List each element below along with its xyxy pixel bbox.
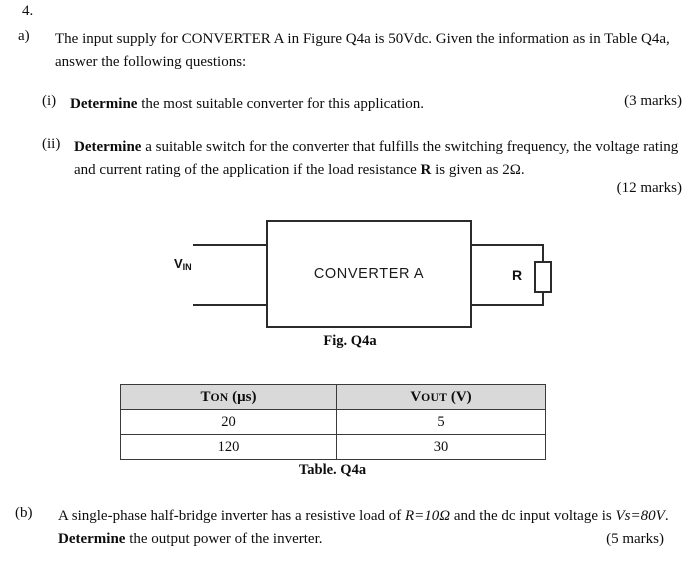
input-wire-top: [193, 244, 268, 246]
cell-ton-0: 20: [120, 409, 337, 435]
item-i-marker: (i): [42, 93, 57, 109]
figure-q4a: VIN CONVERTER A R Fig. Q4a: [0, 210, 700, 355]
part-a-line-1: The input supply for CONVERTER A in Figu…: [55, 31, 638, 47]
input-voltage-symbol: V: [174, 256, 183, 271]
table-caption: Table. Q4a: [298, 462, 367, 478]
item-ii-marks: (12 marks): [616, 180, 682, 196]
ton-symbol: T: [200, 388, 211, 405]
item-ii-marker: (ii): [42, 136, 61, 152]
output-wire-bottom: [470, 304, 544, 306]
table-row: 20 5: [120, 409, 546, 435]
item-i-text: Determine the most suitable converter fo…: [70, 93, 570, 116]
item-ii-line-2-post: is given as 2Ω.: [431, 161, 525, 178]
item-i-marks: (3 marks): [624, 93, 682, 109]
item-i-rest: the most suitable converter for this app…: [137, 96, 425, 112]
output-wire-right-lower: [542, 290, 544, 306]
item-ii-resistance-symbol: R: [420, 161, 432, 178]
load-resistor-symbol: [534, 261, 552, 293]
ton-unit: (μs): [228, 388, 257, 405]
part-b-mid: and the dc input voltage is: [450, 508, 612, 524]
part-b-marks: (5 marks): [606, 531, 664, 548]
vout-subscript: OUT: [421, 390, 448, 404]
part-b-text: A single-phase half-bridge inverter has …: [58, 505, 682, 552]
cell-vout-0: 5: [336, 409, 546, 435]
item-ii-bold-lead: Determine: [74, 139, 142, 155]
figure-caption: Fig. Q4a: [323, 333, 377, 349]
item-ii-text: Determine a suitable switch for the conv…: [74, 136, 682, 182]
item-ii-line-2-pre: rating and current rating of the applica…: [74, 139, 679, 178]
table-q4a: TON (μs) VOUT (V) 20 5 120 30: [120, 384, 546, 460]
input-wire-bottom: [193, 304, 268, 306]
output-wire-top: [470, 244, 544, 246]
item-ii-line-1: a suitable switch for the converter that…: [141, 139, 640, 155]
table-header-row: TON (μs) VOUT (V): [120, 384, 546, 410]
part-b-pre: A single-phase half-bridge inverter has …: [58, 508, 405, 524]
vout-unit: (V): [447, 388, 472, 405]
part-b-bold-lead: Determine: [58, 531, 126, 548]
cell-ton-1: 120: [120, 434, 337, 460]
table-row: 120 30: [120, 434, 546, 460]
part-a-marker: a): [18, 28, 30, 44]
column-header-vout: VOUT (V): [336, 384, 546, 410]
part-b-load-resistance: R=10Ω: [404, 508, 451, 524]
part-a-line-2: Q4a, answer the following questions:: [55, 31, 670, 70]
converter-block-label: CONVERTER A: [313, 266, 425, 282]
column-header-ton: TON (μs): [120, 384, 337, 410]
part-a-text: The input supply for CONVERTER A in Figu…: [55, 28, 682, 74]
question-number: 4.: [22, 3, 34, 19]
load-resistor-label: R: [512, 267, 523, 283]
ton-subscript: ON: [210, 390, 229, 404]
part-b-marker: (b): [15, 505, 33, 521]
converter-block: CONVERTER A: [266, 220, 472, 328]
part-b-period: .: [664, 508, 669, 524]
vout-symbol: V: [410, 388, 422, 405]
table-q4a-wrapper: TON (μs) VOUT (V) 20 5 120 30: [120, 384, 546, 460]
input-voltage-label: VIN: [174, 256, 192, 272]
part-b-post: the output power of the inverter.: [125, 531, 323, 548]
item-i-bold-lead: Determine: [70, 96, 138, 112]
part-b-source-voltage: Vs=80V: [615, 508, 665, 524]
output-wire-right-upper: [542, 244, 544, 270]
cell-vout-1: 30: [336, 434, 546, 460]
input-voltage-subscript: IN: [182, 262, 192, 272]
